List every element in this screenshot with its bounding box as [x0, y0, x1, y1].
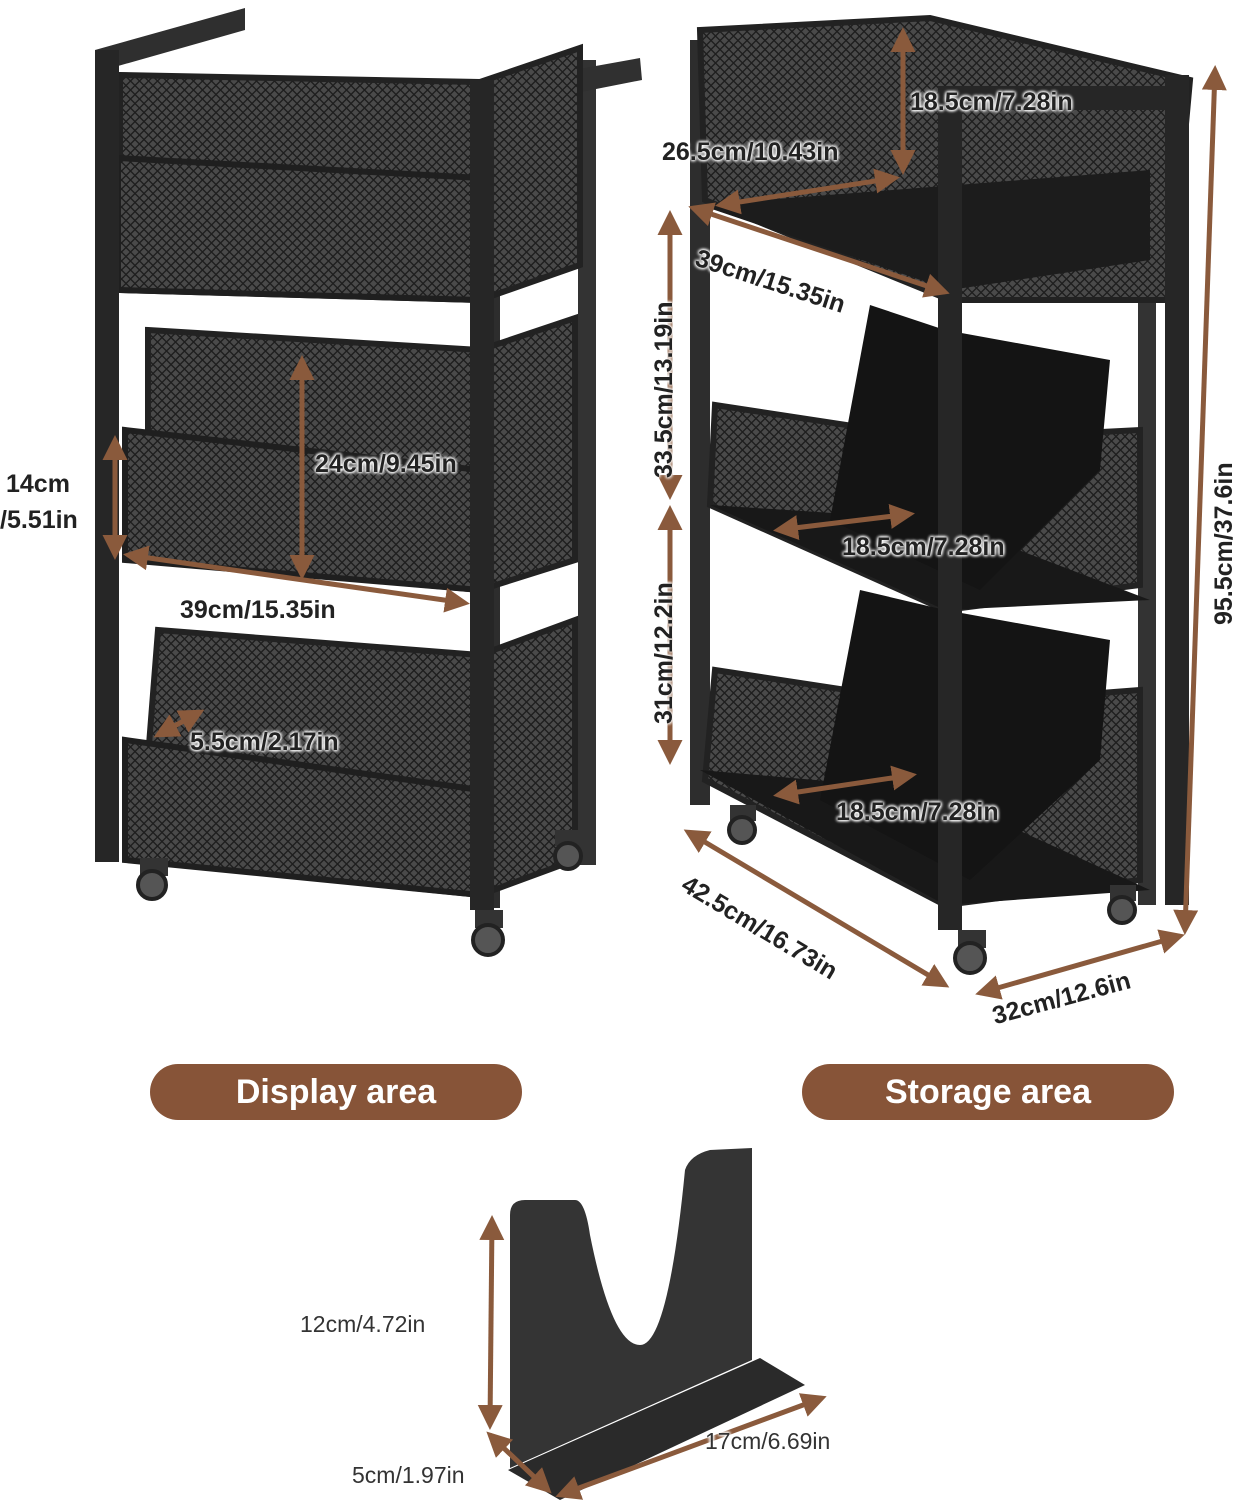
dim-label-95-5cm: 95.5cm/37.6in [1210, 462, 1236, 625]
arrow-17cm [555, 1393, 827, 1500]
arrow-18-5cm-bottom [773, 765, 917, 805]
dim-label-26-5cm: 26.5cm/10.43in [662, 138, 839, 166]
dim-label-31cm: 31cm/12.2in [650, 582, 678, 724]
storage-cart-front-post [1165, 75, 1189, 905]
dim-label-5-51in: /5.51in [0, 506, 78, 534]
wheel-icon [136, 858, 168, 901]
dim-label-12cm: 12cm/4.72in [300, 1311, 426, 1337]
arrow-12cm [477, 1215, 505, 1430]
dim-label-17cm: 17cm/6.69in [705, 1428, 831, 1454]
dim-label-18-5cm-bottom: 18.5cm/7.28in [836, 798, 999, 826]
arrow-5-5cm [153, 709, 205, 738]
storage-area-label: Storage area [802, 1064, 1174, 1120]
dimension-arrows [102, 26, 1227, 1500]
arrow-95-5cm [1173, 65, 1227, 935]
storage-bottom-divider [820, 590, 1110, 880]
arrow-42-5cm [683, 829, 950, 988]
wheel-icon [727, 805, 757, 845]
dim-label-39cm-display: 39cm/15.35in [180, 596, 336, 624]
arrow-39cm-storage [688, 202, 950, 298]
dim-label-18-5cm-mid: 18.5cm/7.28in [842, 533, 1005, 561]
wheel-icon [553, 830, 583, 871]
dim-label-24cm: 24cm/9.45in [315, 450, 457, 478]
arrow-18-5cm-mid [773, 503, 915, 541]
dim-label-33-5cm: 33.5cm/13.19in [650, 301, 678, 478]
display-cart-handle [95, 8, 245, 150]
dim-label-5-5cm: 5.5cm/2.17in [190, 728, 339, 756]
display-top-basket-front [115, 154, 483, 304]
arrow-5cm [486, 1431, 552, 1494]
arrow-32cm [975, 929, 1185, 1000]
arrow-39cm-display [123, 545, 470, 613]
wheel-icon [1107, 885, 1137, 925]
wheel-icon [953, 930, 987, 975]
display-cart-front-post [470, 80, 494, 910]
display-cart [95, 8, 642, 957]
dim-label-5cm: 5cm/1.97in [352, 1462, 465, 1488]
arrow-26-5cm [715, 168, 900, 215]
divider-upright [510, 1148, 752, 1468]
wheel-icon [471, 910, 505, 957]
dim-label-18-5cm-top: 18.5cm/7.28in [910, 88, 1073, 116]
display-area-label: Display area [150, 1064, 522, 1120]
dim-label-14cm: 14cm [6, 470, 70, 498]
storage-cart-top-rail [938, 86, 1188, 110]
